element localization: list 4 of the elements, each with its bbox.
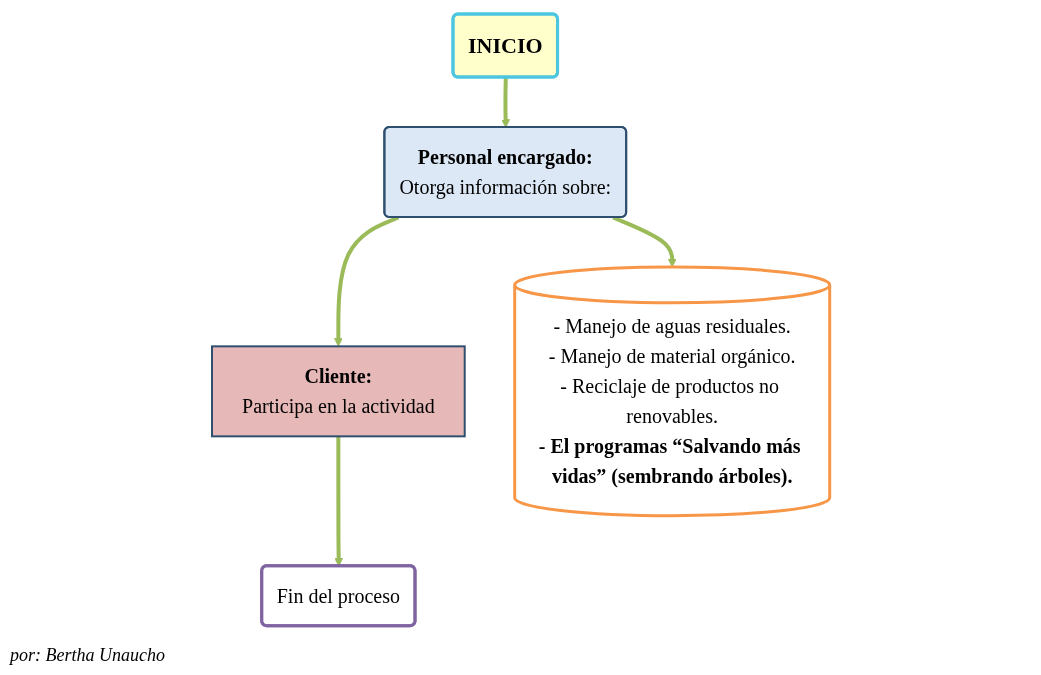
node-box: Cliente: Participa en la actividad xyxy=(210,345,466,438)
arrow xyxy=(500,77,510,129)
arrow xyxy=(611,215,677,268)
caption: por: Bertha Unaucho xyxy=(10,645,165,666)
